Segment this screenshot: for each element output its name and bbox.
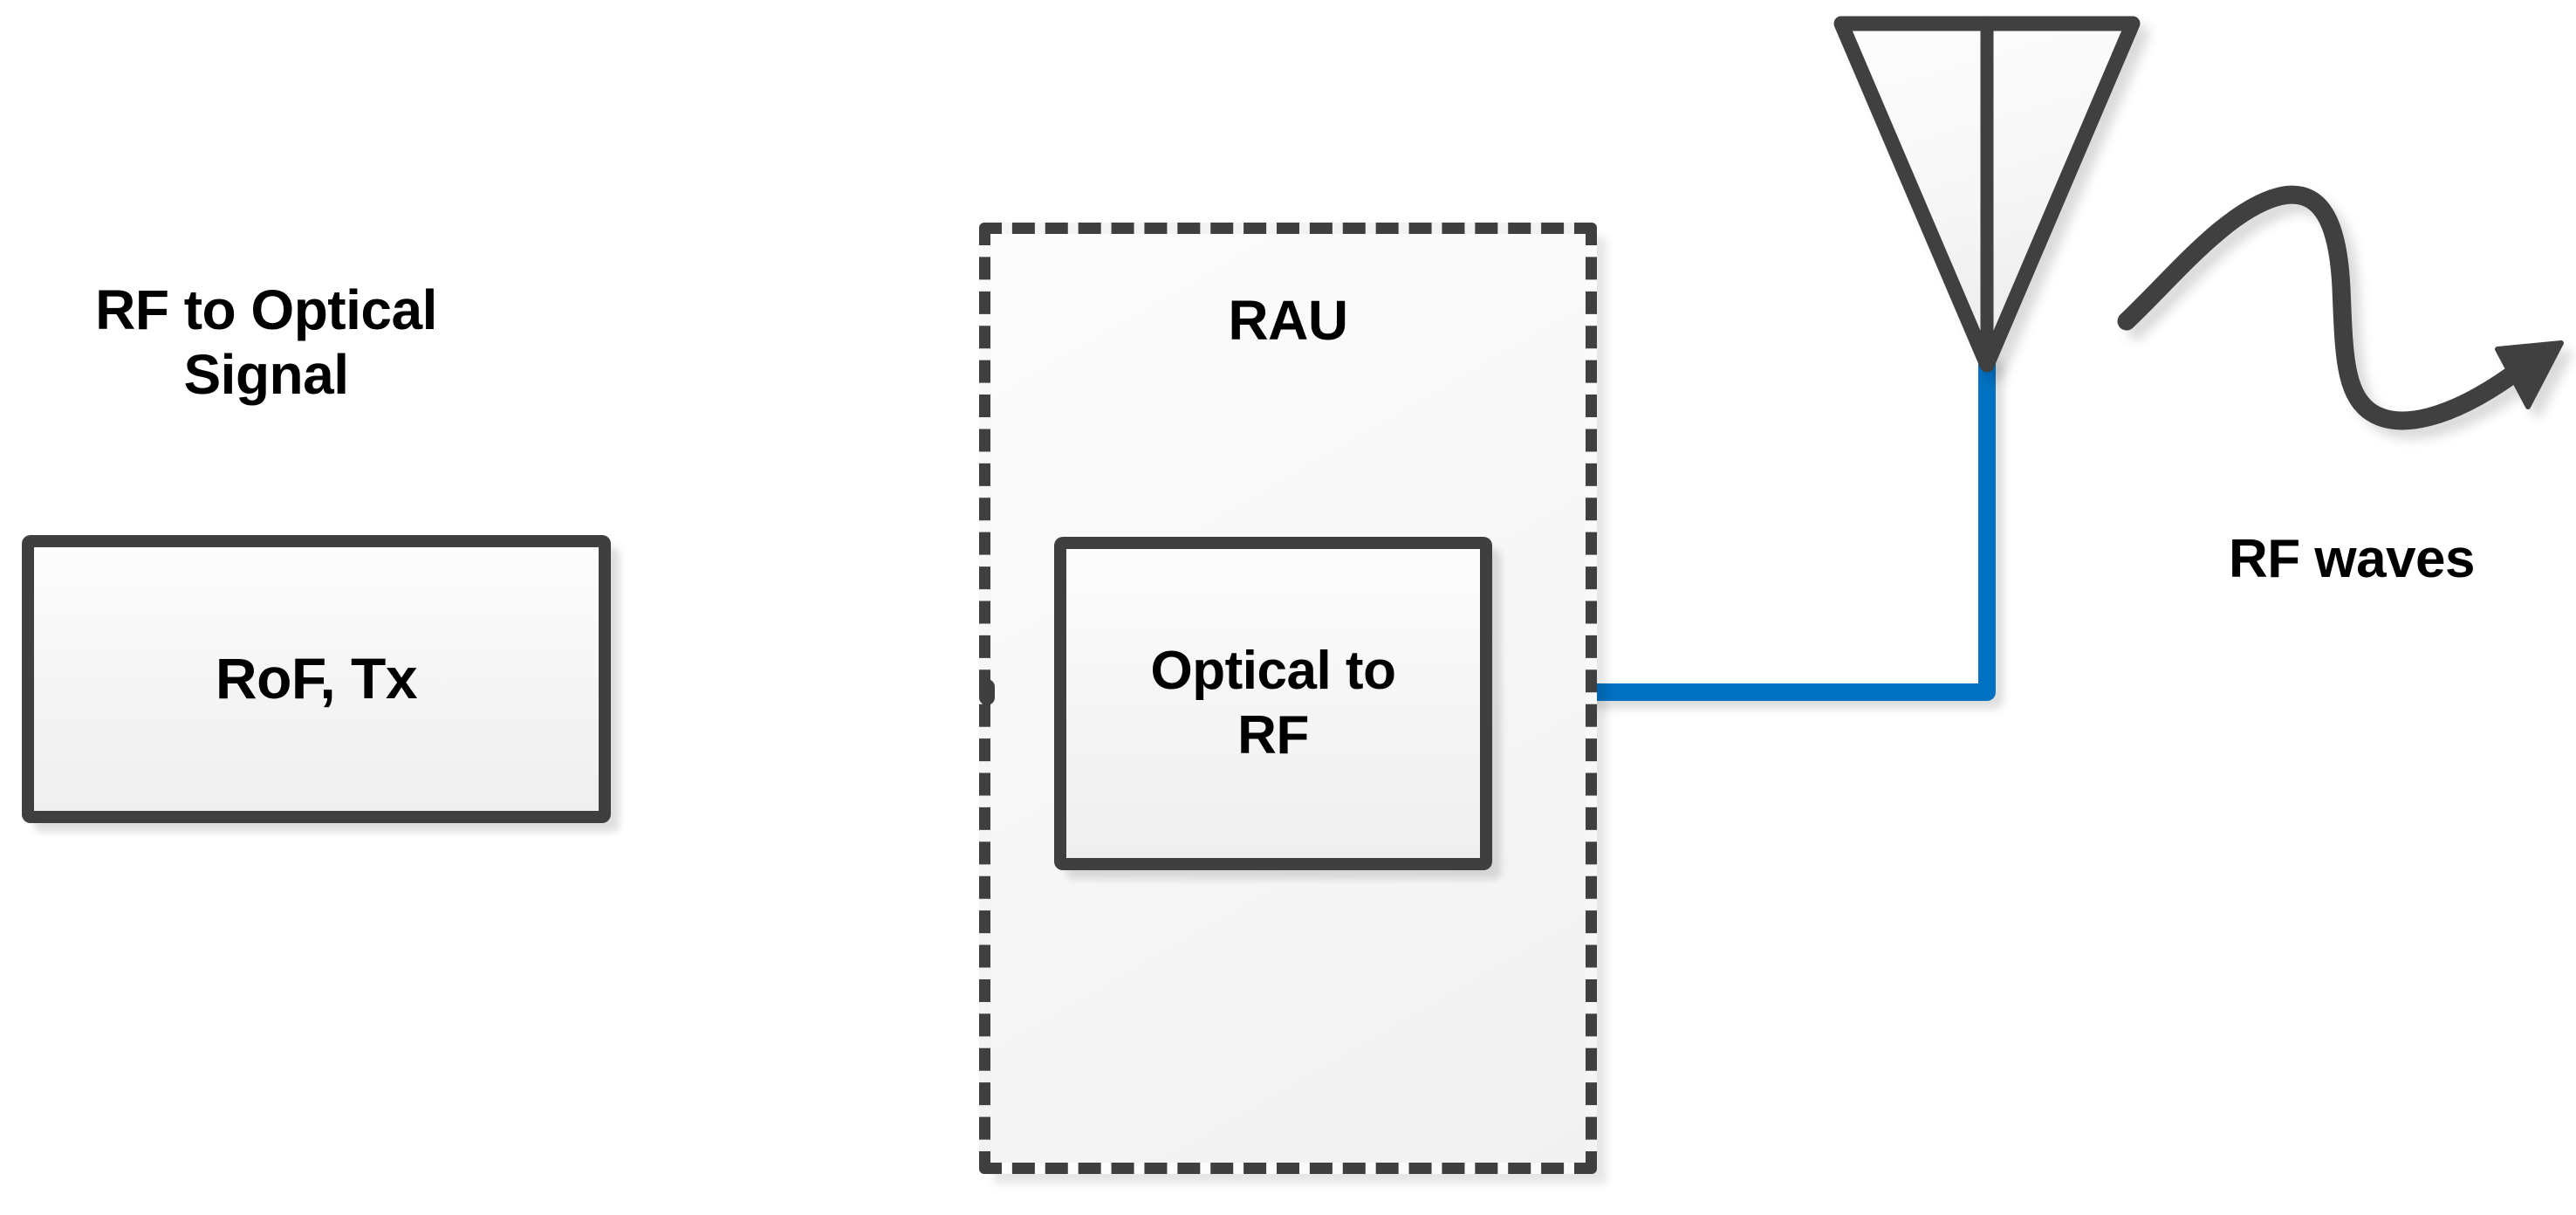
block-rof-tx-label: RoF, Tx	[215, 646, 418, 711]
junction-dot-fiber-rau	[979, 679, 995, 705]
rf-to-optical-caption: RF to Optical Signal	[95, 278, 437, 407]
block-optical-to-rf[interactable]: Optical to RF	[1054, 537, 1492, 870]
rau-label: RAU	[1228, 289, 1348, 352]
block-rof-tx[interactable]: RoF, Tx	[22, 535, 611, 823]
block-optical-to-rf-label: Optical to RF	[1150, 640, 1396, 765]
antenna-icon[interactable]	[1833, 16, 2141, 373]
rf-wave-arrow-icon	[2117, 185, 2564, 430]
rf-waves-caption: RF waves	[2228, 529, 2476, 589]
